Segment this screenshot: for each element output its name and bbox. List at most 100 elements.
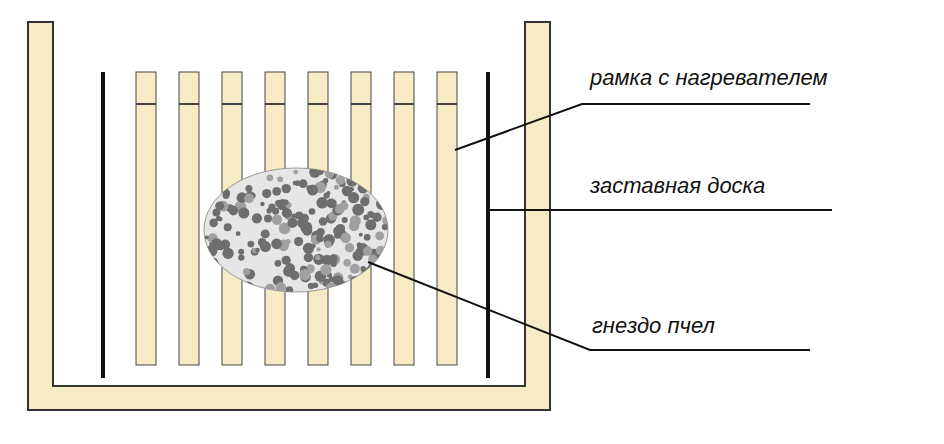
nest-speck bbox=[379, 183, 387, 191]
nest-speck bbox=[204, 193, 208, 197]
nest-speck bbox=[320, 264, 331, 275]
nest-speck bbox=[376, 246, 386, 256]
nest-speck bbox=[326, 283, 337, 294]
nest-speck bbox=[237, 194, 245, 202]
nest-speck bbox=[317, 247, 321, 251]
nest-speck bbox=[336, 176, 345, 185]
nest-speck bbox=[224, 223, 232, 231]
nest-speck bbox=[268, 204, 275, 211]
nest-speck bbox=[352, 165, 363, 176]
nest-speck bbox=[375, 166, 385, 176]
nest-speck bbox=[216, 176, 223, 183]
nest-speck bbox=[345, 243, 354, 252]
heated-frame bbox=[394, 72, 414, 365]
nest-speck bbox=[204, 192, 212, 200]
nest-speck bbox=[357, 242, 362, 247]
nest-speck bbox=[248, 241, 255, 248]
nest-speck bbox=[282, 184, 291, 193]
nest-speck bbox=[283, 265, 295, 277]
nest-speck bbox=[209, 219, 218, 228]
heated-frame bbox=[437, 72, 457, 365]
nest-speck bbox=[217, 178, 221, 182]
bee-nest bbox=[204, 168, 388, 292]
nest-speck bbox=[309, 167, 320, 178]
nest-speck bbox=[367, 211, 374, 218]
leader-line bbox=[455, 104, 810, 150]
nest-speck bbox=[272, 215, 282, 225]
nest-speck bbox=[272, 187, 281, 196]
nest-speck bbox=[209, 194, 215, 200]
nest-speck bbox=[222, 186, 228, 192]
nest-speck bbox=[349, 221, 359, 231]
frame-top-bar bbox=[179, 103, 199, 105]
nest-speck bbox=[382, 189, 391, 198]
nest-speck bbox=[234, 284, 243, 293]
nest-speck bbox=[335, 204, 344, 213]
nest-speck bbox=[323, 178, 328, 183]
nest-speck bbox=[315, 255, 320, 260]
nest-speck bbox=[282, 208, 292, 218]
nest-speck bbox=[325, 169, 335, 179]
nest-speck bbox=[201, 255, 208, 262]
nest-speck bbox=[383, 191, 392, 200]
nest-speck bbox=[342, 217, 348, 223]
nest-speck bbox=[341, 283, 351, 293]
nest-speck bbox=[299, 179, 308, 188]
nest-speck bbox=[307, 185, 318, 196]
nest-speck bbox=[262, 189, 271, 198]
nest-speck bbox=[238, 249, 244, 255]
nest-speck bbox=[282, 256, 291, 265]
nest-speck bbox=[218, 217, 223, 222]
nest-speck bbox=[242, 281, 253, 292]
nest-speck bbox=[341, 233, 351, 243]
nest-speck bbox=[213, 209, 221, 217]
nest-speck bbox=[376, 198, 388, 210]
nest-speck bbox=[225, 173, 229, 177]
nest-speck bbox=[366, 267, 373, 274]
nest-speck bbox=[334, 185, 339, 190]
frame-top-bar bbox=[394, 103, 414, 105]
heated-frame bbox=[136, 72, 156, 365]
nest-speck bbox=[377, 174, 382, 179]
nest-speck bbox=[343, 259, 350, 266]
nest-texture bbox=[201, 164, 392, 294]
nest-speck bbox=[312, 244, 316, 248]
nest-speck bbox=[223, 277, 232, 286]
frame-top-bar bbox=[437, 103, 457, 105]
nest-speck bbox=[326, 191, 330, 195]
nest-speck bbox=[215, 177, 225, 187]
nest-speck bbox=[205, 266, 216, 277]
frame-top-bar bbox=[265, 103, 285, 105]
nest-speck bbox=[261, 229, 270, 238]
nest-speck bbox=[266, 174, 273, 181]
frames bbox=[136, 72, 457, 365]
part-label: гнездо пчел bbox=[590, 314, 717, 338]
nest-speck bbox=[211, 258, 218, 265]
nest-speck bbox=[377, 173, 382, 178]
nest-speck bbox=[236, 231, 241, 236]
nest-speck bbox=[260, 202, 265, 207]
nest-speck bbox=[368, 171, 375, 178]
nest-speck bbox=[350, 276, 361, 287]
nest-speck bbox=[350, 264, 360, 274]
nest-speck bbox=[201, 181, 208, 188]
nest-speck bbox=[293, 181, 298, 186]
nest-speck bbox=[361, 273, 372, 284]
nest-speck bbox=[209, 259, 219, 269]
nest-speck bbox=[205, 184, 215, 194]
nest-speck bbox=[369, 164, 381, 176]
nest-speck bbox=[238, 208, 249, 219]
part-label: заставная доска bbox=[588, 174, 767, 198]
nest-speck bbox=[239, 169, 244, 174]
nest-speck bbox=[304, 253, 313, 262]
nest-speck bbox=[225, 179, 232, 186]
nest-speck bbox=[201, 265, 212, 276]
frame-top-bar bbox=[351, 103, 371, 105]
heated-frame bbox=[179, 72, 199, 365]
nest-speck bbox=[275, 260, 282, 267]
nest-speck bbox=[358, 183, 369, 194]
nest-speck bbox=[316, 235, 324, 243]
nest-speck bbox=[219, 269, 225, 275]
hive-body bbox=[28, 22, 550, 410]
